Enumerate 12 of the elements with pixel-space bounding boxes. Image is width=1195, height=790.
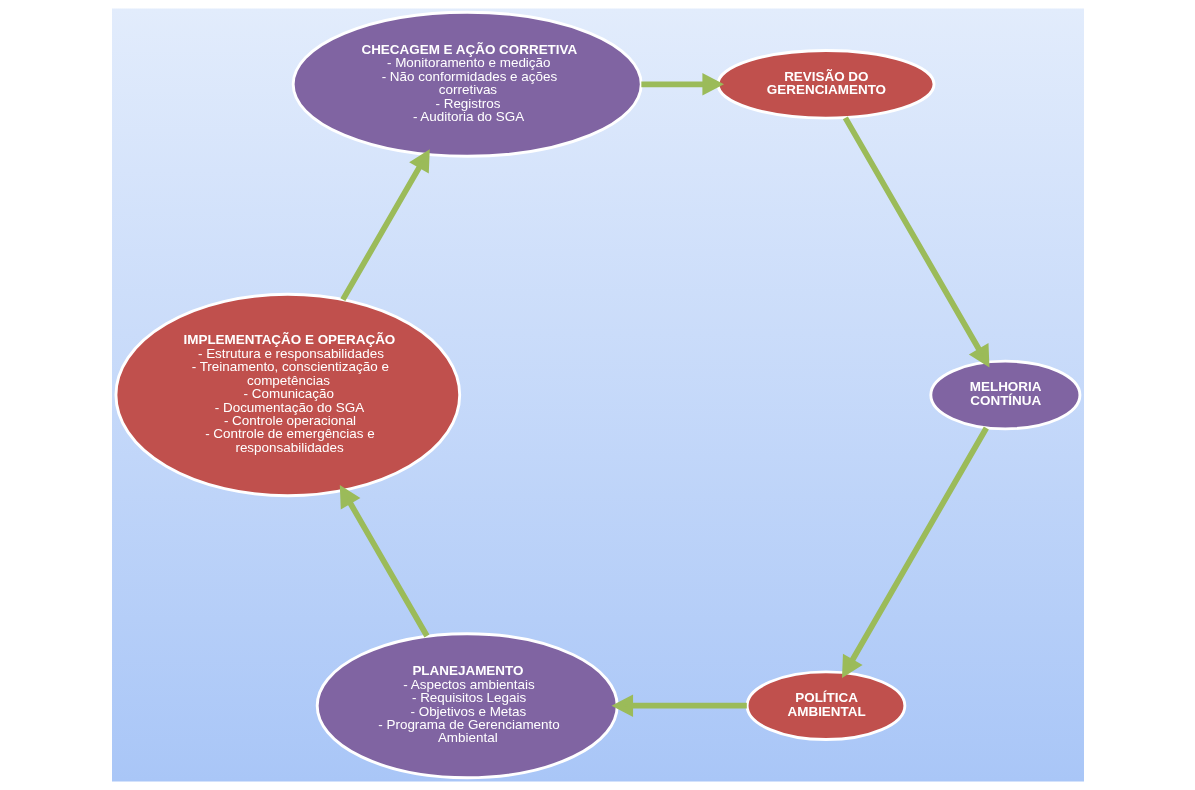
arrow bbox=[841, 426, 989, 678]
arrow bbox=[842, 116, 989, 368]
node-ellipse: IMPLEMENTAÇÃO E OPERAÇÃO - Estrutura e responsabilidades - Treinamento, conscientização e competências - Comunicação - Documentação do SGA - Controle operacional - Controle de emergências e responsabilidades bbox=[114, 292, 461, 498]
node-ellipse: CHECAGEM E AÇÃO CORRETIVA - Monitoramento e medição - Não conformidades e ações corretivas - Registros - Auditoria do SGA bbox=[291, 10, 643, 158]
arrow bbox=[339, 485, 429, 638]
arrow bbox=[610, 694, 747, 718]
node-ellipse: PLANEJAMENTO - Aspectos ambientais - Requisitos Legais - Objetivos e Metas - Programa de Gerenciamento Ambiental bbox=[315, 632, 619, 780]
node-ellipse: POLÍTICA AMBIENTAL bbox=[745, 670, 906, 741]
node-ellipse: REVISÃO DO GERENCIAMENTO bbox=[716, 49, 935, 120]
arrow bbox=[339, 149, 430, 302]
node-ellipse: MELHORIA CONTÍNUA bbox=[928, 359, 1081, 431]
arrow bbox=[640, 72, 724, 96]
